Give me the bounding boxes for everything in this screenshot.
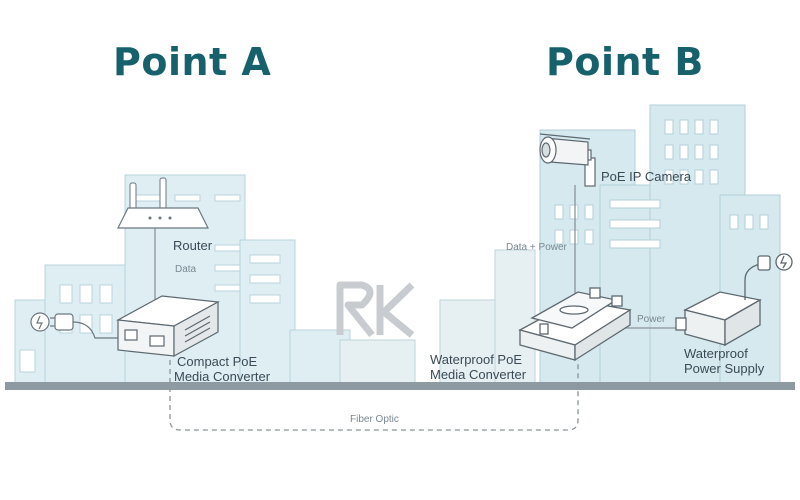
- compact-poe-media-converter-icon: [116, 295, 220, 358]
- connection-lines: [154, 185, 685, 431]
- waterproof-converter-label-line1: Waterproof PoE: [430, 352, 523, 367]
- router-label: Router: [173, 238, 213, 253]
- compact-converter-label-line2: Media Converter: [174, 369, 271, 384]
- power-label: Power: [637, 314, 666, 325]
- data-label: Data: [175, 264, 197, 275]
- power-supply-label: Waterproof Power Supply: [684, 346, 784, 376]
- ground-line: [5, 382, 795, 390]
- waterproof-poe-media-converter-icon: [518, 287, 632, 362]
- data-power-label: Data + Power: [506, 242, 567, 253]
- power-plug-icon: [30, 312, 118, 339]
- camera-label: PoE IP Camera: [601, 169, 692, 184]
- rk-watermark: [336, 281, 415, 338]
- middle-buildings: [339, 249, 536, 386]
- waterproof-power-supply-icon: [675, 253, 793, 347]
- waterproof-converter-label-line2: Media Converter: [430, 367, 527, 382]
- point-b-title: Point B: [546, 40, 704, 84]
- left-windows: [19, 194, 281, 373]
- router-icon: [117, 177, 209, 229]
- fiber-optic-line: [169, 360, 579, 431]
- waterproof-converter-label: Waterproof PoE Media Converter: [430, 352, 540, 382]
- fiber-optic-label: Fiber Optic: [350, 414, 399, 425]
- compact-converter-label: Compact PoE Media Converter: [174, 354, 287, 384]
- compact-converter-label-line1: Compact PoE: [177, 354, 258, 369]
- point-a-title: Point A: [113, 40, 272, 84]
- right-windows: [554, 119, 769, 249]
- power-supply-label-line1: Waterproof: [684, 346, 748, 361]
- ip-camera-icon: [539, 133, 596, 187]
- power-supply-label-line2: Power Supply: [684, 361, 765, 376]
